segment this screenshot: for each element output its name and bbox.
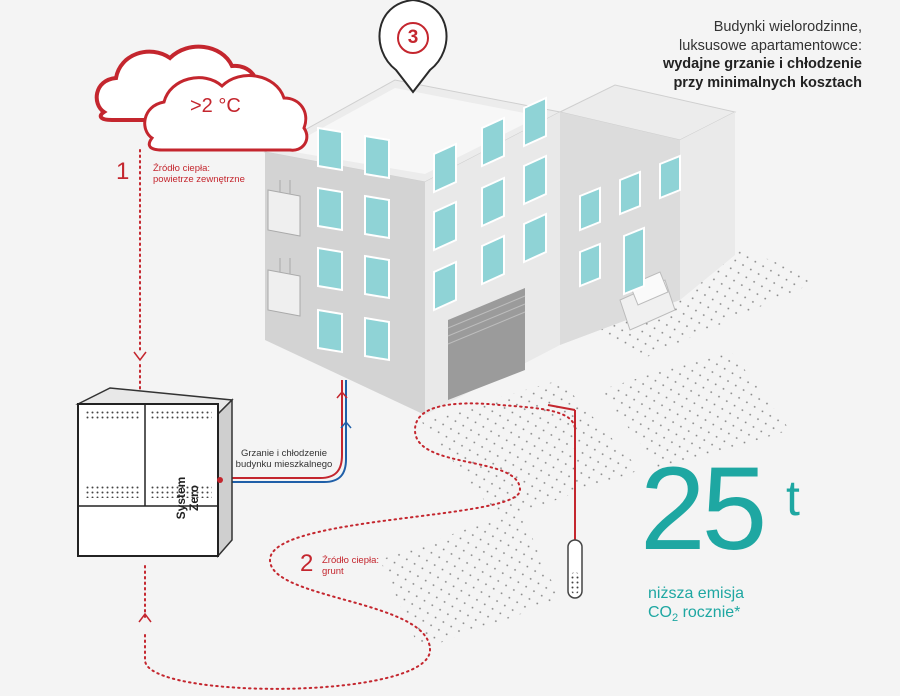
- cloud-icon: [94, 44, 309, 152]
- outdoor-units: [267, 180, 301, 317]
- source-2-label: Źródło ciepła: grunt: [322, 555, 380, 577]
- cloud-temperature: >2 °C: [190, 95, 241, 117]
- borehole-probe-icon: [547, 404, 583, 599]
- headline-line-3: wydajne grzanie i chłodzenie: [662, 56, 862, 72]
- source-1-label: Źródło ciepła: powietrze zewnętrzne: [153, 163, 245, 185]
- headline-line-4: przy minimalnych kosztach: [673, 74, 862, 91]
- headline-line-1: Budynki wielorodzinne,: [713, 19, 862, 35]
- location-pin-icon: [378, 0, 448, 94]
- air-arrow-icon: [133, 351, 147, 362]
- emission-caption: niższa emisja CO2 rocznie*: [648, 585, 745, 625]
- source-1-number: 1: [116, 158, 130, 185]
- device-name: System Zero: [174, 476, 201, 520]
- ground-arrow-icon: [138, 612, 152, 623]
- ground-texture: [380, 240, 820, 650]
- source-2-number: 2: [300, 550, 314, 577]
- pin-number: 3: [407, 27, 419, 48]
- headline: Budynki wielorodzinne, luksusowe apartam…: [532, 18, 862, 92]
- building-pipes: [218, 380, 352, 483]
- system-zero-unit: [75, 387, 234, 558]
- ground-loop-path: [144, 402, 576, 690]
- emission-unit: t: [786, 470, 800, 526]
- emission-value: 25: [640, 443, 767, 575]
- connection-label: Grzanie i chłodzenie budynku mieszkalneg…: [235, 448, 333, 470]
- headline-line-2: luksusowe apartamentowce:: [679, 37, 862, 54]
- windows: [317, 96, 681, 362]
